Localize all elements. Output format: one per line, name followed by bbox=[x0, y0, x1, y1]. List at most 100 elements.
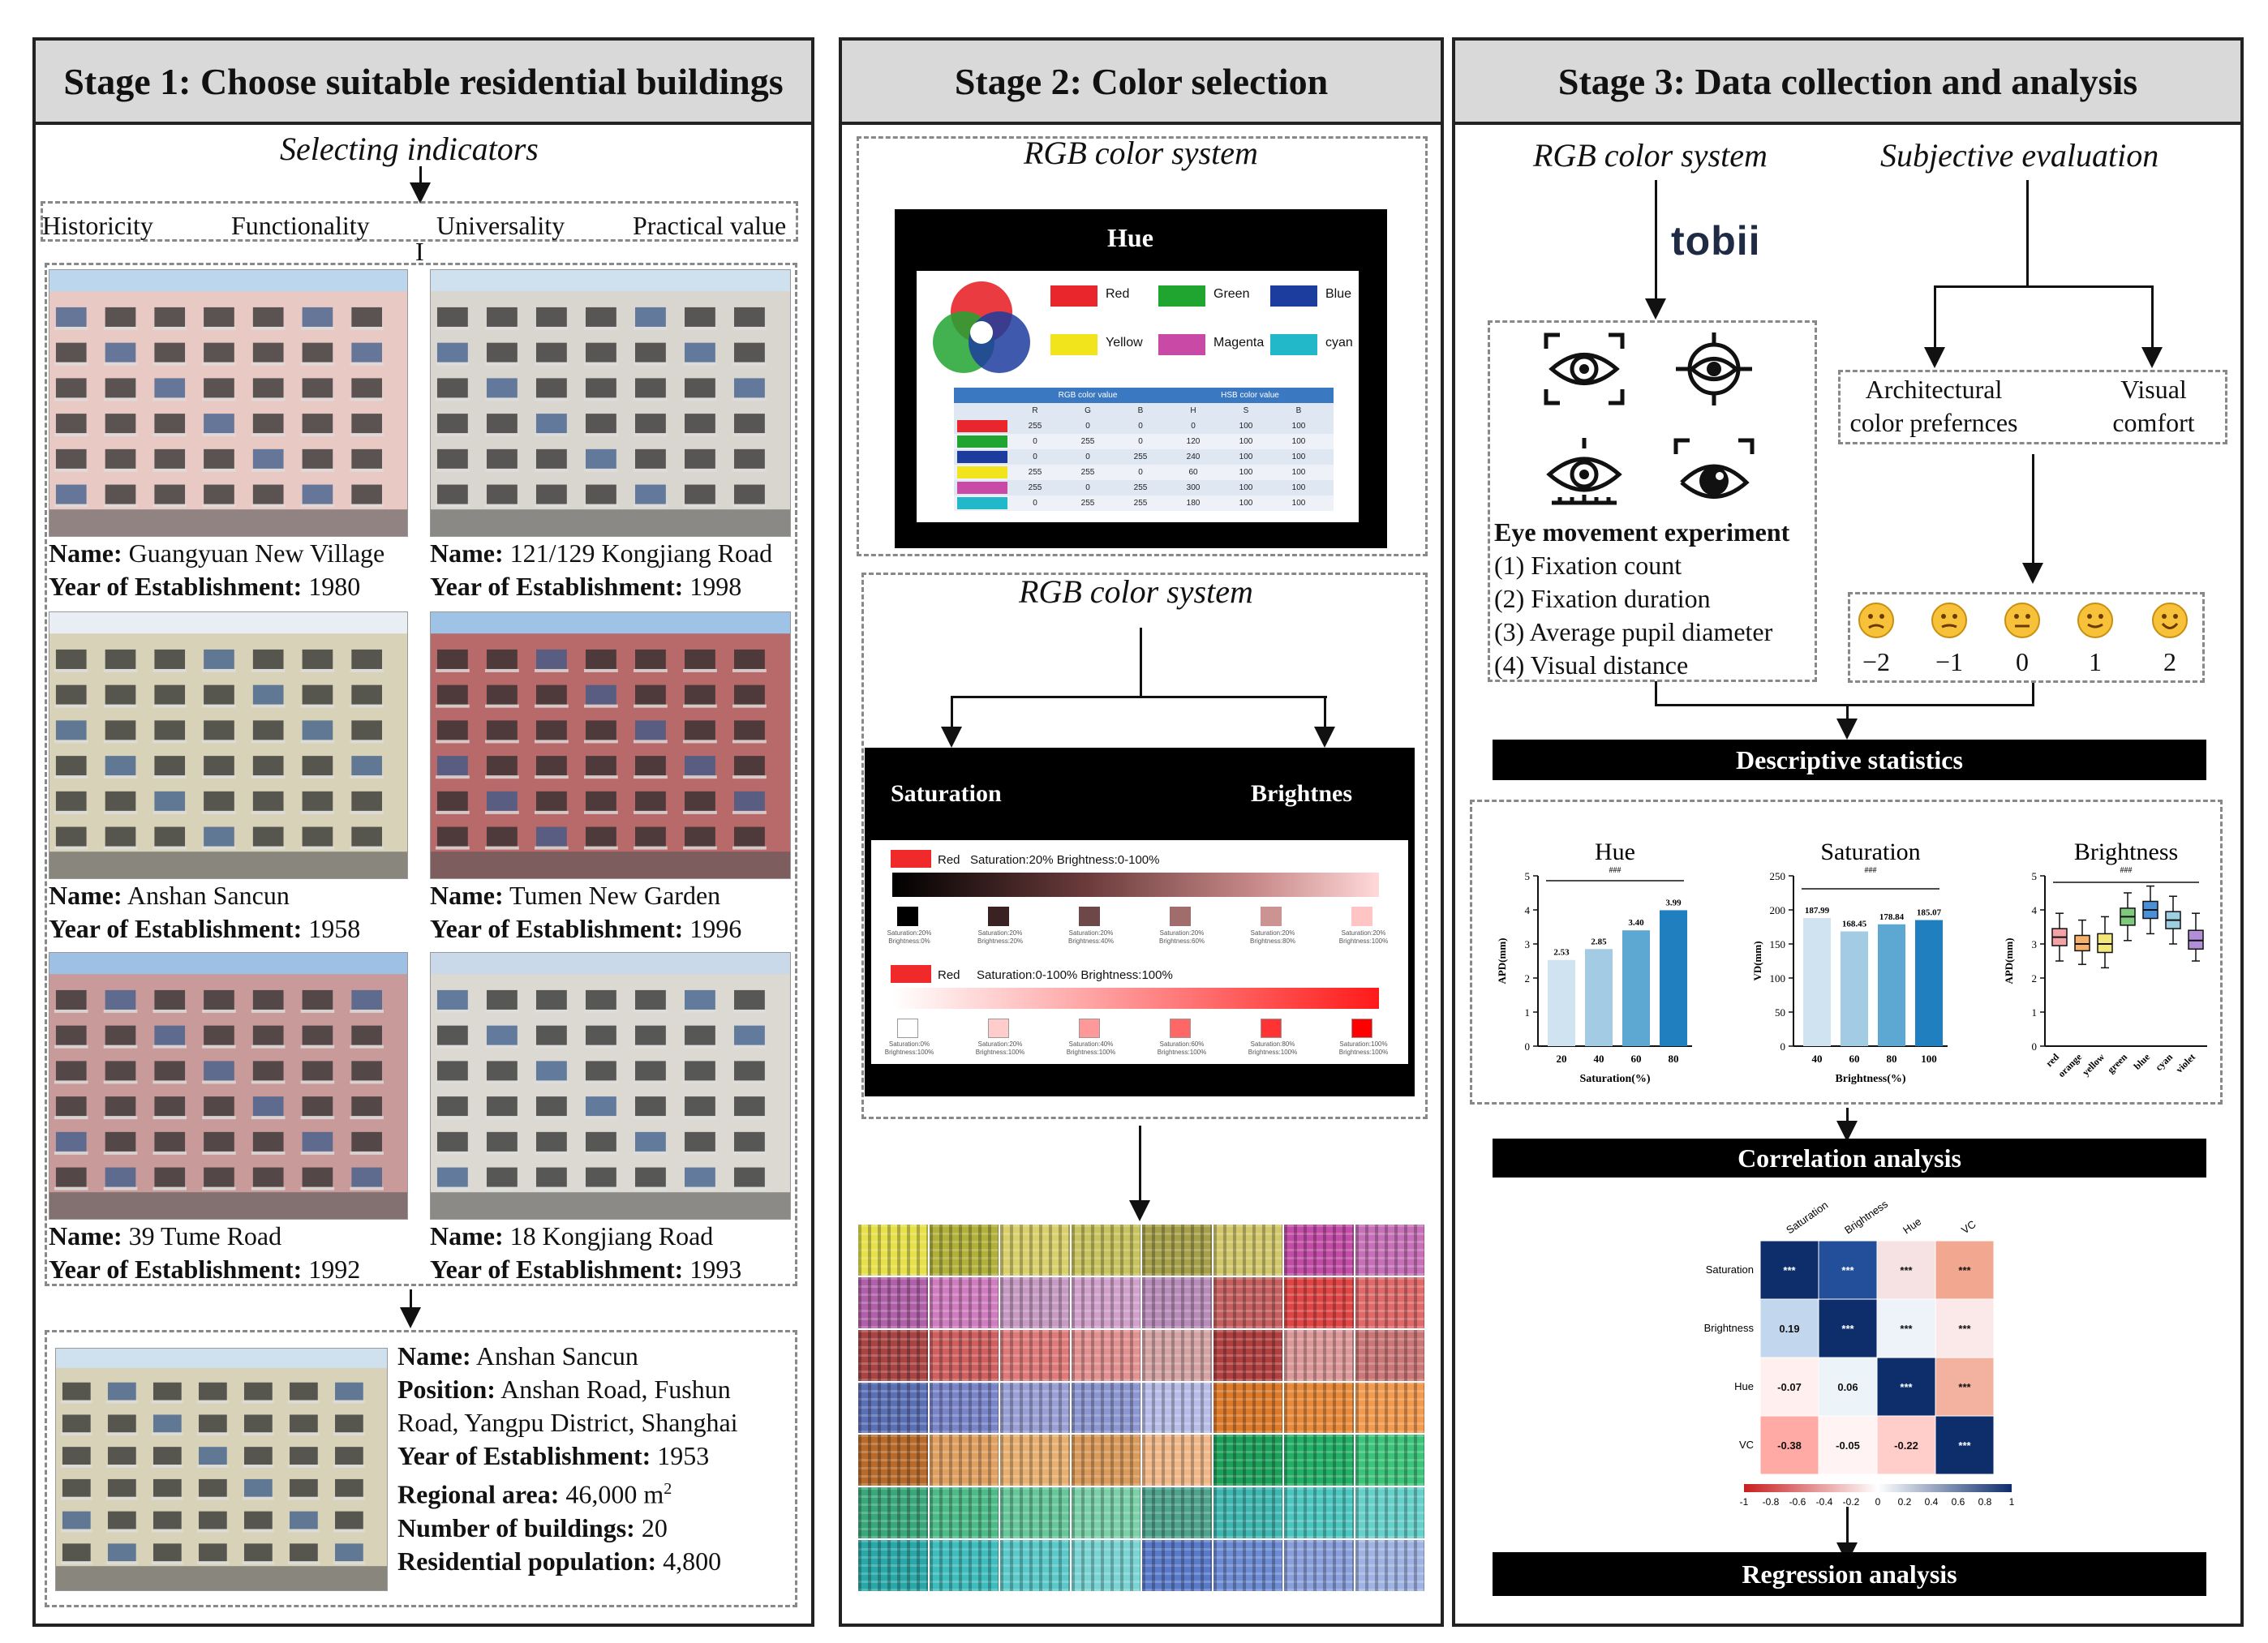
color-variant-tile bbox=[1213, 1329, 1282, 1381]
color-variant-tile bbox=[1355, 1540, 1424, 1591]
table-cell bbox=[957, 482, 1007, 494]
y-tick-label: 4 bbox=[1525, 904, 1531, 916]
bar bbox=[1841, 931, 1868, 1046]
descriptive-statistics-bar: Descriptive statistics bbox=[1493, 740, 2206, 780]
color-variant-tile bbox=[1213, 1225, 1282, 1276]
table-cell: 0 bbox=[1085, 422, 1090, 431]
chart-title: Hue bbox=[1595, 839, 1635, 865]
building-photo bbox=[49, 611, 408, 879]
y-axis-label: VD(mm) bbox=[1751, 941, 1763, 980]
heatmap-cell bbox=[1876, 1298, 1936, 1358]
table-cell: 0 bbox=[1138, 437, 1143, 446]
heatmap-cell-label: -0.38 bbox=[1777, 1439, 1802, 1452]
row2-swatch bbox=[1079, 1019, 1100, 1038]
table-cell bbox=[957, 497, 1007, 509]
table-cell bbox=[954, 449, 1334, 465]
color-variant-tile bbox=[1071, 1540, 1140, 1591]
eye-movement-box bbox=[1488, 320, 1817, 682]
y-tick-label: 2 bbox=[2032, 972, 2038, 985]
colorbar-tick-label: -1 bbox=[1740, 1496, 1749, 1508]
building-photo bbox=[430, 611, 791, 879]
row2-caption: Saturation:20% Brightness:100% bbox=[975, 1040, 1025, 1056]
heatmap-cell-label: -0.05 bbox=[1836, 1439, 1860, 1452]
table-cell bbox=[954, 480, 1334, 495]
significance-marker: ### bbox=[1865, 866, 1877, 875]
building-photo bbox=[49, 952, 408, 1220]
rating-emoji-icon bbox=[2077, 602, 2114, 639]
row1-swatch bbox=[1079, 907, 1100, 926]
rating-value: 1 bbox=[2089, 647, 2102, 676]
table-cell: 255 bbox=[1133, 453, 1148, 461]
colorbar-tick-label: -0.4 bbox=[1816, 1496, 1833, 1508]
color-variant-tile bbox=[1284, 1329, 1354, 1381]
heatmap-cell-label: -0.07 bbox=[1777, 1381, 1802, 1393]
table-cell: 100 bbox=[1291, 483, 1306, 492]
color-variant-tile bbox=[1355, 1435, 1424, 1486]
stage1-title: Stage 1: Choose suitable residential bui… bbox=[36, 41, 811, 125]
table-cell: 100 bbox=[1239, 437, 1253, 446]
row2-swatch bbox=[897, 1019, 918, 1038]
stage2-title: Stage 2: Color selection bbox=[842, 41, 1441, 125]
color-variant-tile bbox=[1355, 1329, 1424, 1381]
color-variant-tile bbox=[1213, 1487, 1282, 1539]
bar bbox=[1878, 924, 1905, 1046]
row1-caption: Saturation:20% Brightness:40% bbox=[1067, 929, 1115, 945]
colorbar-tick-label: 0 bbox=[1875, 1496, 1881, 1508]
heatmap-row-label: Hue bbox=[1734, 1380, 1754, 1392]
y-tick-label: 2 bbox=[1525, 972, 1531, 985]
chart-title: Saturation bbox=[1820, 839, 1920, 865]
selected-building-box bbox=[45, 1330, 797, 1607]
bar-value-label: 2.53 bbox=[1553, 948, 1570, 958]
row1-swatch bbox=[988, 907, 1009, 926]
rating-value: −1 bbox=[1935, 647, 1964, 676]
heatmap-col-label: Brightness bbox=[1842, 1198, 1890, 1237]
color-variant-tile bbox=[1284, 1540, 1354, 1591]
table-cell: 100 bbox=[1291, 422, 1306, 431]
y-tick-label: 1 bbox=[1525, 1006, 1531, 1019]
y-tick-label: 5 bbox=[2032, 870, 2038, 882]
y-tick-label: 100 bbox=[1770, 972, 1786, 985]
pupil-scan-icon bbox=[1673, 438, 1755, 499]
color-variant-tile bbox=[1355, 1487, 1424, 1539]
bar-value-label: 185.07 bbox=[1917, 908, 1942, 918]
indicator-functionality: Functionality bbox=[231, 211, 370, 240]
eye-measure-icon bbox=[1546, 438, 1622, 505]
eye-tracking-icon bbox=[1544, 332, 1625, 405]
colorbar-tick-label: 0.4 bbox=[1925, 1496, 1939, 1508]
x-tick-label: yellow bbox=[2080, 1051, 2107, 1078]
y-tick-label: 0 bbox=[2032, 1040, 2038, 1053]
box bbox=[2074, 934, 2090, 952]
x-tick-label: orange bbox=[2055, 1051, 2084, 1079]
table-cell: HSB color value bbox=[1173, 388, 1327, 403]
y-tick-label: 4 bbox=[2032, 904, 2038, 916]
heatmap-col-label: VC bbox=[1959, 1218, 1978, 1237]
heatmap-cell bbox=[1818, 1415, 1878, 1475]
row2-caption: Saturation:80% Brightness:100% bbox=[1248, 1040, 1298, 1056]
bar bbox=[1585, 949, 1613, 1046]
color-variant-tile bbox=[858, 1435, 928, 1486]
bar bbox=[1622, 930, 1650, 1046]
table-cell bbox=[954, 418, 1334, 434]
descriptive-charts-box bbox=[1470, 800, 2223, 1105]
saturation-title: Saturation bbox=[891, 780, 1002, 807]
significance-marker: ### bbox=[1609, 866, 1622, 875]
row2-red-chip bbox=[891, 965, 931, 983]
bar-value-label: 178.84 bbox=[1879, 912, 1905, 922]
heatmap-cell-label: *** bbox=[1783, 1264, 1796, 1276]
color-variant-tile bbox=[1284, 1382, 1354, 1434]
table-cell bbox=[954, 434, 1334, 449]
table-cell: 180 bbox=[1186, 499, 1201, 508]
heatmap-cell-label: 0.19 bbox=[1779, 1323, 1799, 1335]
colorbar-tick-label: 0.8 bbox=[1978, 1496, 1992, 1508]
table-cell: R bbox=[1011, 403, 1059, 418]
hue-title: Hue bbox=[1107, 223, 1153, 252]
hue-swatch-label: Magenta bbox=[1213, 336, 1265, 350]
heatmap-cell-label: *** bbox=[1900, 1381, 1913, 1393]
cursor-glyph: I bbox=[415, 237, 424, 266]
indicator-historicity: Historicity bbox=[42, 211, 153, 240]
buildings-box bbox=[45, 263, 797, 1286]
table-cell bbox=[957, 420, 1007, 432]
